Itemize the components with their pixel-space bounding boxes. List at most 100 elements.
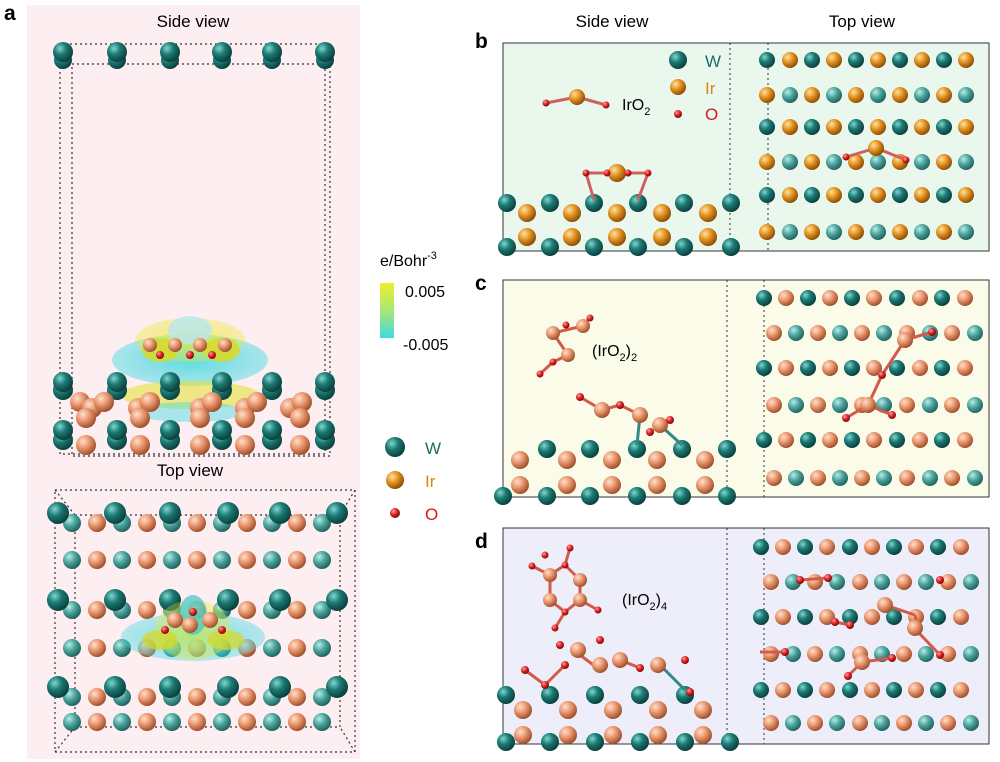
w-atom bbox=[922, 397, 938, 413]
ir-atom bbox=[958, 52, 974, 68]
w-atom bbox=[541, 686, 559, 704]
o-atom bbox=[603, 169, 611, 177]
ir-atom bbox=[852, 715, 868, 731]
ir-atom bbox=[892, 87, 908, 103]
colorbar-min-label: -0.005 bbox=[403, 337, 448, 354]
panel-b-atoms bbox=[498, 52, 974, 256]
w-atom bbox=[212, 420, 232, 440]
ir-atom bbox=[914, 52, 930, 68]
o-atom bbox=[888, 654, 896, 662]
panel-a-top-adsorbate bbox=[161, 608, 226, 634]
ir-atom bbox=[188, 688, 206, 706]
ir-atom bbox=[953, 682, 969, 698]
ir-atom bbox=[190, 435, 210, 455]
legend-o-label: O bbox=[425, 505, 438, 524]
w-atom bbox=[934, 432, 950, 448]
w-atom bbox=[212, 372, 232, 392]
w-atom bbox=[53, 420, 73, 440]
ir-atom bbox=[543, 593, 557, 607]
ir-atom bbox=[782, 52, 798, 68]
ir-atom bbox=[188, 713, 206, 731]
w-atom bbox=[213, 551, 231, 569]
ir-atom bbox=[238, 514, 256, 532]
ir-atom bbox=[88, 688, 106, 706]
w-atom bbox=[756, 432, 772, 448]
ir-atom bbox=[514, 701, 532, 719]
ir-atom bbox=[896, 574, 912, 590]
ir-atom bbox=[944, 470, 960, 486]
w-atom bbox=[826, 224, 842, 240]
w-atom bbox=[782, 154, 798, 170]
w-atom bbox=[832, 470, 848, 486]
ir-atom bbox=[699, 204, 717, 222]
colorbar-unit-label: e/Bohr-3 bbox=[380, 250, 437, 270]
o-atom bbox=[161, 626, 169, 634]
ir-atom bbox=[130, 435, 150, 455]
w-atom bbox=[967, 325, 983, 341]
ir-atom bbox=[699, 228, 717, 246]
ir-atom bbox=[603, 476, 621, 494]
ir-atom bbox=[897, 332, 913, 348]
w-atom bbox=[104, 502, 126, 524]
ir-atom bbox=[870, 52, 886, 68]
w-atom bbox=[628, 440, 646, 458]
o-atom bbox=[888, 411, 896, 419]
o-atom bbox=[596, 636, 604, 644]
w-atom bbox=[788, 397, 804, 413]
ir-atom bbox=[188, 551, 206, 569]
ir-atom bbox=[807, 646, 823, 662]
ir-atom bbox=[936, 154, 952, 170]
w-atom bbox=[848, 187, 864, 203]
panel-a-side-view-label: Side view bbox=[157, 12, 230, 31]
ir-atom bbox=[573, 573, 587, 587]
ir-atom bbox=[936, 224, 952, 240]
o-atom bbox=[582, 169, 590, 177]
w-atom bbox=[722, 238, 740, 256]
panel-c-letter: c bbox=[475, 272, 487, 295]
ir-atom bbox=[778, 432, 794, 448]
o-atom bbox=[576, 393, 584, 401]
w-atom bbox=[886, 609, 902, 625]
panel-a-letter: a bbox=[4, 2, 16, 25]
ir-atom bbox=[649, 701, 667, 719]
w-atom bbox=[263, 713, 281, 731]
w-atom bbox=[874, 574, 890, 590]
ir-atom bbox=[130, 408, 150, 428]
ir-atom bbox=[573, 593, 587, 607]
w-atom bbox=[113, 713, 131, 731]
ir-atom bbox=[518, 204, 536, 222]
w-atom bbox=[721, 733, 739, 751]
o-atom bbox=[218, 626, 226, 634]
legend-o-icon bbox=[390, 508, 400, 518]
ir-atom bbox=[543, 568, 557, 582]
o-atom bbox=[616, 401, 624, 409]
w-atom bbox=[759, 52, 775, 68]
ir-atom bbox=[653, 204, 671, 222]
w-atom bbox=[586, 733, 604, 751]
o-atom bbox=[542, 99, 550, 107]
legend-b-o-icon bbox=[674, 110, 682, 118]
ir-atom bbox=[218, 338, 232, 352]
w-atom bbox=[800, 360, 816, 376]
legend-b-o-label: O bbox=[705, 105, 718, 124]
w-atom bbox=[782, 87, 798, 103]
ir-atom bbox=[940, 715, 956, 731]
ir-atom bbox=[848, 154, 864, 170]
w-atom bbox=[918, 715, 934, 731]
ir-atom bbox=[914, 187, 930, 203]
ir-atom bbox=[592, 657, 608, 673]
w-atom bbox=[217, 589, 239, 611]
ir-atom bbox=[167, 612, 183, 628]
w-atom bbox=[759, 187, 775, 203]
ir-atom bbox=[650, 657, 666, 673]
o-atom bbox=[624, 169, 632, 177]
ir-atom bbox=[288, 601, 306, 619]
ir-atom bbox=[775, 682, 791, 698]
ir-atom bbox=[632, 407, 648, 423]
ir-atom bbox=[810, 397, 826, 413]
ir-atom bbox=[696, 476, 714, 494]
w-atom bbox=[497, 733, 515, 751]
w-atom bbox=[876, 325, 892, 341]
panel-a-side-slab bbox=[53, 338, 335, 455]
legend-b-ir-icon bbox=[670, 79, 686, 95]
